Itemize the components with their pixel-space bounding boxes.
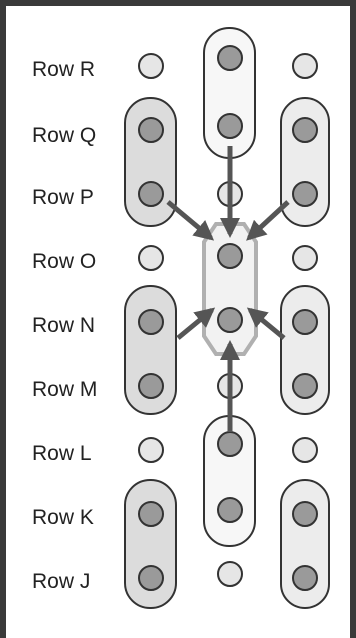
hole-middle-q — [217, 113, 243, 139]
hole-right-o — [292, 245, 318, 271]
hole-middle-n — [217, 307, 243, 333]
hole-right-j — [292, 565, 318, 591]
hole-left-r — [138, 53, 164, 79]
row-label-r: Row R — [32, 58, 96, 81]
hole-left-p — [138, 181, 164, 207]
hole-left-q — [138, 117, 164, 143]
row-label-l: Row L — [32, 442, 92, 465]
row-label-q: Row Q — [32, 124, 97, 147]
row-label-n: Row N — [32, 314, 96, 337]
row-label-j: Row J — [32, 570, 91, 593]
arrow-right-n-to-n — [246, 307, 286, 340]
hole-middle-r — [217, 45, 243, 71]
hole-left-o — [138, 245, 164, 271]
hole-left-m — [138, 373, 164, 399]
hole-right-n — [292, 309, 318, 335]
row-label-o: Row O — [32, 250, 97, 273]
hole-middle-k — [217, 497, 243, 523]
hole-right-l — [292, 437, 318, 463]
hole-left-j — [138, 565, 164, 591]
row-label-p: Row P — [32, 186, 94, 209]
hole-right-k — [292, 501, 318, 527]
hole-left-n — [138, 309, 164, 335]
row-label-m: Row M — [32, 378, 98, 401]
hole-right-q — [292, 117, 318, 143]
hole-right-r — [292, 53, 318, 79]
hole-right-p — [292, 181, 318, 207]
hole-left-l — [138, 437, 164, 463]
arrow-left-n-to-n — [176, 307, 216, 340]
hole-middle-j — [217, 561, 243, 587]
hole-middle-l — [217, 431, 243, 457]
arrow-right-p-to-o — [246, 200, 290, 241]
hole-middle-o — [217, 243, 243, 269]
hole-right-m — [292, 373, 318, 399]
row-label-k: Row K — [32, 506, 94, 529]
arrow-left-p-to-o — [166, 200, 215, 241]
formation-diagram — [124, 27, 330, 609]
hole-left-k — [138, 501, 164, 527]
